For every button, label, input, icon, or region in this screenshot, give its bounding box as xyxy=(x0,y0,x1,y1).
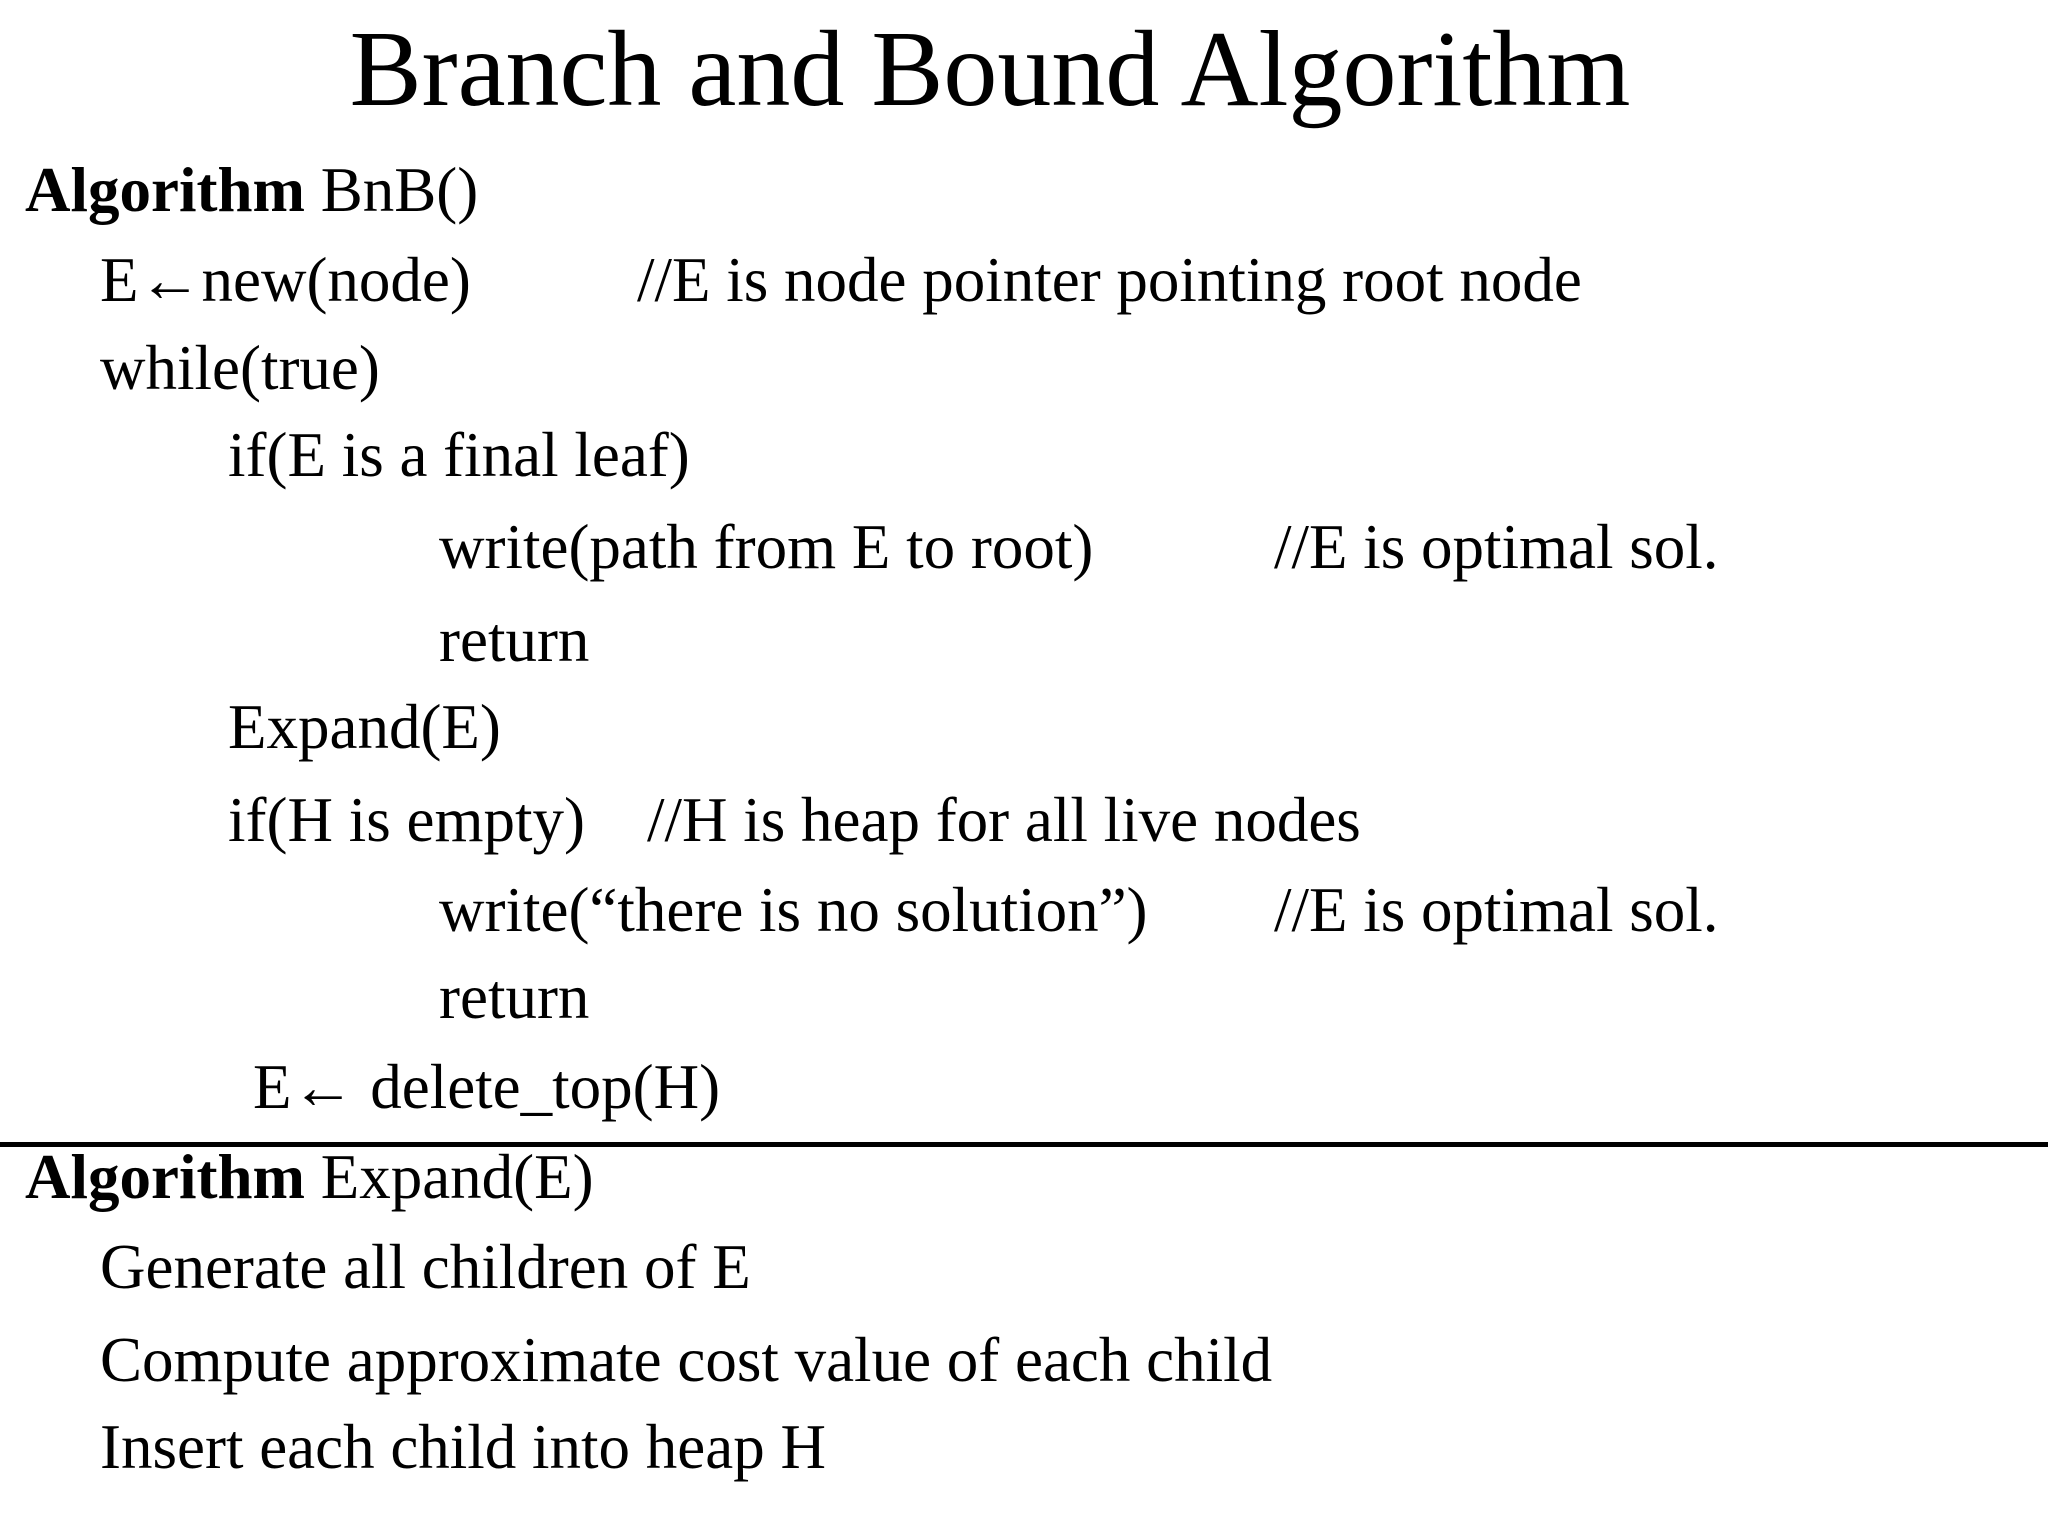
bnb-signature: BnB() xyxy=(304,155,479,225)
code-line-insert-heap: Insert each child into heap H xyxy=(0,1402,2048,1492)
code-text: if(E is a final leaf) xyxy=(228,420,690,490)
page-title: Branch and Bound Algorithm xyxy=(349,10,1631,129)
code-text: if(H is empty) xyxy=(228,785,585,855)
code-line-while: while(true) xyxy=(0,323,2048,413)
expand-header-text: Algorithm Expand(E) xyxy=(25,1132,594,1222)
code-text: return xyxy=(439,605,590,675)
title-row: Branch and Bound Algorithm xyxy=(0,0,2014,140)
code-text: E← delete_top(H) xyxy=(253,1052,721,1122)
code-line-compute-cost: Compute approximate cost value of each c… xyxy=(0,1315,2048,1405)
code-line-delete-top: E← delete_top(H) xyxy=(0,1042,2048,1132)
code-text: return xyxy=(439,962,590,1032)
code-text: Compute approximate cost value of each c… xyxy=(100,1325,1273,1395)
inline-comment: //H is heap for all live nodes xyxy=(647,785,1361,855)
code-line-expand-call: Expand(E) xyxy=(0,682,2048,772)
inline-comment: //E is optimal sol. xyxy=(1274,875,1719,945)
code-line-generate-children: Generate all children of E xyxy=(0,1222,2048,1312)
code-text: write(path from E to root) xyxy=(439,512,1094,582)
code-line-write-no-solution: write(“there is no solution”) //E is opt… xyxy=(0,865,2048,955)
code-line-if-h-empty: if(H is empty) //H is heap for all live … xyxy=(0,775,2048,865)
code-line-return-2: return xyxy=(0,952,2048,1042)
code-line-e-new: E←new(node) //E is node pointer pointing… xyxy=(0,235,2048,325)
code-line-return-1: return xyxy=(0,595,2048,685)
code-line-write-path: write(path from E to root) //E is optima… xyxy=(0,502,2048,592)
code-text: while(true) xyxy=(100,333,380,403)
expand-header-line: Algorithm Expand(E) xyxy=(0,1132,2048,1222)
algorithm-keyword: Algorithm xyxy=(25,155,305,225)
inline-comment: //E is optimal sol. xyxy=(1274,512,1719,582)
code-line-if-final-leaf: if(E is a final leaf) xyxy=(0,410,2048,500)
expand-signature: Expand(E) xyxy=(304,1142,594,1212)
bnb-header-line: Algorithm BnB() xyxy=(0,145,2048,235)
code-text: E←new(node) xyxy=(100,245,471,315)
code-text: write(“there is no solution”) xyxy=(439,875,1148,945)
code-text: Expand(E) xyxy=(228,692,501,762)
algorithm-keyword: Algorithm xyxy=(25,1142,305,1212)
code-text: Generate all children of E xyxy=(100,1232,751,1302)
bnb-header-text: Algorithm BnB() xyxy=(25,145,478,235)
inline-comment: //E is node pointer pointing root node xyxy=(637,245,1582,315)
code-text: Insert each child into heap H xyxy=(100,1412,826,1482)
section-divider xyxy=(0,1142,2048,1147)
